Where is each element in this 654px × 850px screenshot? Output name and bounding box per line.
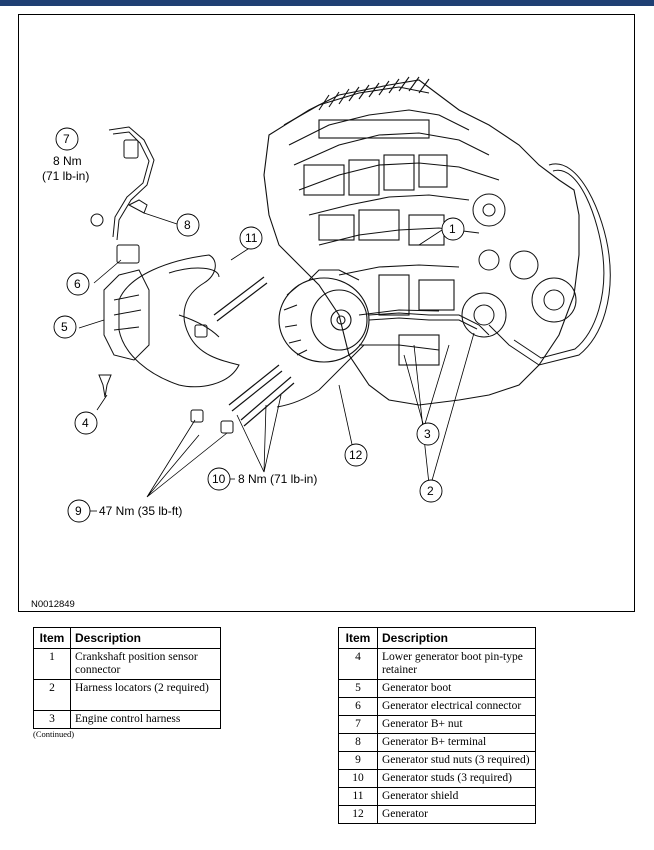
item-description: Generator shield — [377, 787, 536, 806]
column-header-item: Item — [33, 627, 71, 649]
torque-label-7-line1: 8 Nm — [53, 154, 82, 168]
callout-8: 8 — [184, 218, 191, 232]
generator — [278, 269, 370, 363]
figure-id: N0012849 — [31, 599, 75, 610]
item-number: 5 — [338, 679, 378, 698]
table-row: 5 Generator boot — [338, 679, 536, 698]
item-description: Generator — [377, 805, 536, 824]
item-number: 10 — [338, 769, 378, 788]
stud-nuts — [190, 324, 234, 434]
table-row: 9 Generator stud nuts (3 required) — [338, 751, 536, 770]
item-description: Generator boot — [377, 679, 536, 698]
callout-9: 9 — [75, 504, 82, 518]
item-number: 4 — [338, 648, 378, 680]
table-row: 4 Lower generator boot pin-type retainer — [338, 648, 536, 680]
generator-boot — [103, 269, 150, 361]
table-row: 1 Crankshaft position sensor connector — [33, 648, 221, 680]
header-bar — [0, 0, 654, 6]
torque-label-9: 47 Nm (35 lb-ft) — [99, 504, 183, 518]
item-description: Lower generator boot pin-type retainer — [377, 648, 536, 680]
belt-pulleys — [461, 163, 611, 366]
continued-note: (Continued) — [33, 729, 75, 739]
callout-4: 4 — [82, 416, 89, 430]
item-number: 9 — [338, 751, 378, 770]
item-description: Generator B+ nut — [377, 715, 536, 734]
table-row: 12 Generator — [338, 805, 536, 824]
torque-label-7-line2: (71 lb-in) — [42, 169, 90, 183]
table-row: 3 Engine control harness — [33, 710, 221, 729]
callout-1: 1 — [449, 222, 456, 236]
item-description: Engine control harness — [70, 710, 221, 729]
engine-block — [263, 76, 580, 406]
table-row: 10 Generator studs (3 required) — [338, 769, 536, 788]
item-description: Crankshaft position sensor connector — [70, 648, 221, 680]
engine-illustration — [53, 76, 611, 523]
item-description: Generator B+ terminal — [377, 733, 536, 752]
generator-shield — [118, 254, 240, 388]
item-number: 8 — [338, 733, 378, 752]
pin-retainer — [98, 374, 112, 398]
harness-connector — [90, 126, 155, 264]
item-description: Generator electrical connector — [377, 697, 536, 716]
table-row: 8 Generator B+ terminal — [338, 733, 536, 752]
item-number: 6 — [338, 697, 378, 716]
item-number: 11 — [338, 787, 378, 806]
engine-diagram-figure: 1 2 3 4 5 6 7 8 9 10 11 12 8 Nm (71 lb-i… — [18, 14, 635, 612]
column-header-description: Description — [377, 627, 536, 649]
engine-control-harness — [276, 312, 490, 408]
item-description: Harness locators (2 required) — [70, 679, 221, 711]
item-number: 7 — [338, 715, 378, 734]
generator-studs — [213, 276, 295, 427]
table-row: 7 Generator B+ nut — [338, 715, 536, 734]
callout-12: 12 — [349, 448, 363, 462]
callout-10: 10 — [212, 472, 226, 486]
column-header-description: Description — [70, 627, 221, 649]
item-number: 2 — [33, 679, 71, 711]
item-table-right: Item Description 4 Lower generator boot … — [338, 627, 536, 824]
torque-label-10: 8 Nm (71 lb-in) — [238, 472, 318, 486]
item-description: Generator studs (3 required) — [377, 769, 536, 788]
item-number: 3 — [33, 710, 71, 729]
callout-3: 3 — [424, 427, 431, 441]
table-header-row: Item Description — [338, 627, 536, 649]
item-number: 1 — [33, 648, 71, 680]
table-row: 2 Harness locators (2 required) — [33, 679, 221, 711]
callout-7: 7 — [63, 132, 70, 146]
callout-2: 2 — [427, 484, 434, 498]
callout-circles — [53, 127, 465, 523]
column-header-item: Item — [338, 627, 378, 649]
table-header-row: Item Description — [33, 627, 221, 649]
item-number: 12 — [338, 805, 378, 824]
leader-lines — [78, 212, 475, 498]
callout-11: 11 — [245, 231, 258, 245]
table-row: 6 Generator electrical connector — [338, 697, 536, 716]
item-table-left: Item Description 1 Crankshaft position s… — [33, 627, 221, 729]
callout-6: 6 — [74, 277, 81, 291]
callout-5: 5 — [61, 320, 68, 334]
item-description: Generator stud nuts (3 required) — [377, 751, 536, 770]
table-row: 11 Generator shield — [338, 787, 536, 806]
